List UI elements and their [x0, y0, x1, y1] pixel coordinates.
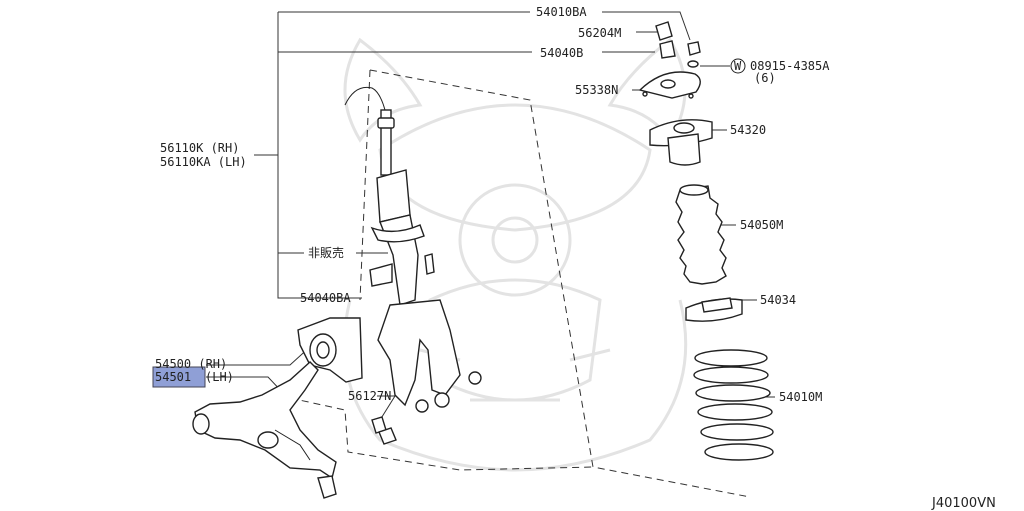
label-08915-4385a[interactable]: 08915-4385A	[750, 59, 830, 73]
washer-symbol: W	[734, 59, 742, 73]
seat-54034	[685, 297, 743, 322]
label-not-sold: 非販売	[308, 245, 344, 260]
strut-assembly	[344, 86, 435, 306]
label-56127n[interactable]: 56127N	[348, 389, 391, 403]
group-outlines	[289, 69, 751, 498]
bolt-56127n	[371, 416, 397, 445]
coil-spring-54010m	[693, 349, 774, 461]
washer-symbol-icon	[730, 58, 746, 74]
label-54040ba[interactable]: 54040BA	[300, 291, 351, 305]
label-56110k[interactable]: 56110K (RH)	[160, 141, 239, 155]
label-54320[interactable]: 54320	[730, 123, 766, 137]
diagram-id: J40100VN	[931, 496, 996, 511]
plate-55338n	[638, 71, 701, 99]
label-54050m[interactable]: 54050M	[740, 218, 783, 232]
mount-54320	[649, 119, 713, 166]
label-54010ba[interactable]: 54010BA	[536, 5, 587, 19]
label-54500[interactable]: 54500 (RH)	[155, 357, 227, 371]
label-56110ka[interactable]: 56110KA (LH)	[160, 155, 247, 169]
boot-54050m	[675, 184, 727, 285]
label-54034[interactable]: 54034	[760, 293, 796, 307]
selected-part-highlight	[152, 366, 206, 388]
label-55338n[interactable]: 55338N	[575, 83, 618, 97]
leader-lines	[206, 11, 775, 421]
steering-knuckle	[377, 299, 482, 413]
label-54010m[interactable]: 54010M	[779, 390, 822, 404]
label-08915-qty: (6)	[754, 71, 776, 85]
label-56204m[interactable]: 56204M	[578, 26, 621, 40]
top-mount-nuts	[655, 21, 701, 68]
label-54040b[interactable]: 54040B	[540, 46, 583, 60]
part-labels: 54010BA 56204M 54040B W 08915-4385A (6) …	[155, 5, 996, 511]
lower-control-arm	[192, 317, 363, 499]
label-54501-side: (LH)	[205, 370, 234, 384]
label-54501[interactable]: 54501	[155, 370, 191, 384]
